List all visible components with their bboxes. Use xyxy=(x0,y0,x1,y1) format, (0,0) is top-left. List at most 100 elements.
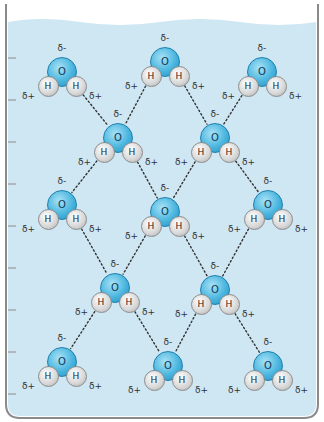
partial-charge: δ+ xyxy=(289,92,302,101)
partial-charge: δ- xyxy=(58,334,67,343)
partial-charge: δ+ xyxy=(22,225,35,234)
hydrogen-atom: H xyxy=(66,366,87,387)
atom-symbol: H xyxy=(148,72,155,81)
atom-symbol: H xyxy=(273,82,280,91)
partial-charge: δ- xyxy=(264,177,273,186)
atom-symbol: O xyxy=(264,200,272,210)
hydrogen-atom: H xyxy=(172,370,193,391)
partial-charge: δ+ xyxy=(22,382,35,391)
atom-symbol: H xyxy=(245,82,252,91)
atom-symbol: H xyxy=(45,372,52,381)
atom-symbol: O xyxy=(258,67,266,77)
hydrogen-bond xyxy=(126,86,146,124)
hydrogen-atom: H xyxy=(272,370,293,391)
hydrogen-atom: H xyxy=(244,370,265,391)
hydrogen-atom: H xyxy=(238,76,259,97)
atom-symbol: H xyxy=(251,215,258,224)
atom-symbol: H xyxy=(151,376,158,385)
hydrogen-atom: H xyxy=(244,209,265,230)
atom-symbol: H xyxy=(126,298,133,307)
atom-symbol: H xyxy=(101,148,108,157)
atom-symbol: O xyxy=(58,67,66,77)
hydrogen-atom: H xyxy=(38,366,59,387)
atom-symbol: H xyxy=(279,215,286,224)
partial-charge: δ- xyxy=(161,34,170,43)
atom-symbol: O xyxy=(211,285,219,295)
partial-charge: δ- xyxy=(58,177,67,186)
atom-symbol: H xyxy=(251,376,258,385)
partial-charge: δ+ xyxy=(175,310,188,319)
partial-charge: δ+ xyxy=(175,158,188,167)
atom-symbol: H xyxy=(129,148,136,157)
hydrogen-bond xyxy=(235,314,259,353)
atom-symbol: H xyxy=(226,300,233,309)
hydrogen-atom: H xyxy=(119,292,140,313)
partial-charge: δ+ xyxy=(145,158,158,167)
hydrogen-bond xyxy=(223,229,249,276)
hydrogen-atom: H xyxy=(38,209,59,230)
partial-charge: δ- xyxy=(211,110,220,119)
beaker-glass xyxy=(6,4,318,418)
partial-charge: δ- xyxy=(211,262,220,271)
partial-charge: δ+ xyxy=(89,382,102,391)
atom-symbol: O xyxy=(58,200,66,210)
atom-symbol: H xyxy=(279,376,286,385)
atom-symbol: O xyxy=(161,57,169,67)
hydrogen-atom: H xyxy=(122,142,143,163)
water xyxy=(8,19,316,416)
hydrogen-atom: H xyxy=(219,294,240,315)
atom-symbol: O xyxy=(161,207,169,217)
atom-symbol: O xyxy=(211,133,219,143)
partial-charge: δ+ xyxy=(142,308,155,317)
atom-symbol: H xyxy=(98,298,105,307)
hydrogen-atom: H xyxy=(169,66,190,87)
hydrogen-bond xyxy=(71,312,95,349)
hydrogen-bond xyxy=(138,162,158,198)
partial-charge: δ+ xyxy=(192,82,205,91)
atom-symbol: H xyxy=(73,215,80,224)
atom-symbol: H xyxy=(176,72,183,81)
partial-charge: δ- xyxy=(114,110,123,119)
hydrogen-bond xyxy=(185,236,208,276)
partial-charge: δ- xyxy=(58,44,67,53)
atom-symbol: O xyxy=(58,357,66,367)
atom-symbol: H xyxy=(45,215,52,224)
hydrogen-atom: H xyxy=(144,370,165,391)
hydrogen-atom: H xyxy=(191,142,212,163)
partial-charge: δ+ xyxy=(242,310,255,319)
hydrogen-bond xyxy=(176,314,196,352)
hydrogen-atom: H xyxy=(38,76,59,97)
hydrogen-bond xyxy=(185,86,207,124)
partial-charge: δ- xyxy=(161,184,170,193)
partial-charge: δ+ xyxy=(75,308,88,317)
partial-charge: δ+ xyxy=(128,386,141,395)
atom-symbol: H xyxy=(179,376,186,385)
hydrogen-atom: H xyxy=(272,209,293,230)
atom-symbol: H xyxy=(198,148,205,157)
partial-charge: δ+ xyxy=(242,158,255,167)
hydrogen-atom: H xyxy=(141,66,162,87)
partial-charge: δ+ xyxy=(22,92,35,101)
partial-charge: δ- xyxy=(111,260,120,269)
hydrogen-bond xyxy=(173,162,195,198)
atom-symbol: H xyxy=(148,222,155,231)
hydrogen-bond xyxy=(135,312,160,353)
hydrogen-atom: H xyxy=(169,216,190,237)
hydrogen-atom: H xyxy=(191,294,212,315)
scale-ticks xyxy=(8,58,16,394)
atom-symbol: O xyxy=(264,361,272,371)
atom-symbol: H xyxy=(73,82,80,91)
partial-charge: δ- xyxy=(258,44,267,53)
hydrogen-atom: H xyxy=(66,76,87,97)
atom-symbol: H xyxy=(73,372,80,381)
partial-charge: δ+ xyxy=(192,232,205,241)
partial-charge: δ+ xyxy=(228,386,241,395)
hydrogen-atom: H xyxy=(219,142,240,163)
atom-symbol: H xyxy=(198,300,205,309)
partial-charge: δ+ xyxy=(295,225,308,234)
atom-symbol: O xyxy=(164,361,172,371)
hydrogen-bond xyxy=(82,229,107,274)
partial-charge: δ+ xyxy=(125,232,138,241)
partial-charge: δ- xyxy=(164,338,173,347)
